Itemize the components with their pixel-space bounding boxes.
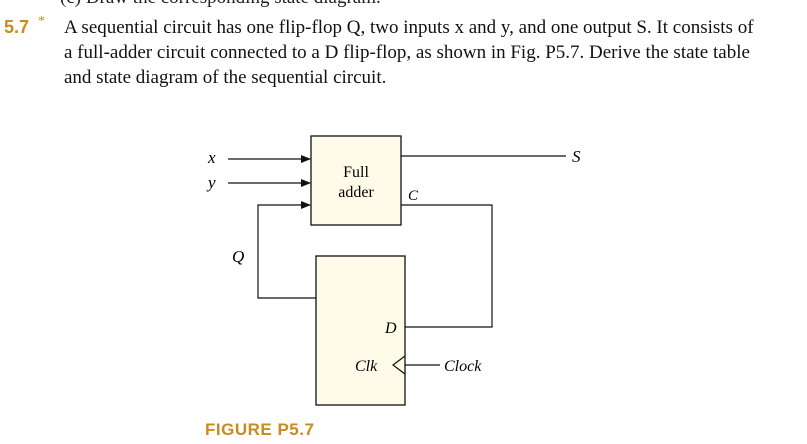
problem-line-1: A sequential circuit has one flip-flop Q… — [64, 17, 754, 38]
label-s: S — [572, 147, 581, 166]
figure-caption: FIGURE P5.7 — [205, 420, 315, 439]
label-clock: Clock — [444, 358, 482, 375]
clock-triangle-icon — [392, 355, 406, 375]
full-adder-block — [310, 135, 402, 226]
label-full: Full — [343, 164, 369, 181]
q-feedback-wire — [257, 201, 316, 299]
problem-number: 5.7 — [4, 17, 30, 37]
label-q: Q — [232, 247, 244, 266]
problem-star: * — [38, 14, 45, 29]
label-clk: Clk — [355, 358, 378, 375]
label-y: y — [206, 173, 216, 192]
problem-line-2: a full-adder circuit connected to a D fl… — [64, 42, 750, 63]
label-x: x — [207, 148, 216, 167]
problem-line-3: and state diagram of the sequential circ… — [64, 67, 387, 88]
label-d: D — [384, 320, 397, 337]
label-adder: adder — [338, 184, 374, 201]
problem-statement: A sequential circuit has one flip-flop Q… — [64, 15, 804, 90]
d-flip-flop-block — [315, 255, 406, 406]
previous-problem-text: (c) Draw the corresponding state diagram… — [60, 0, 381, 9]
carry-feedback-wire — [401, 204, 493, 328]
label-c: C — [408, 188, 419, 204]
